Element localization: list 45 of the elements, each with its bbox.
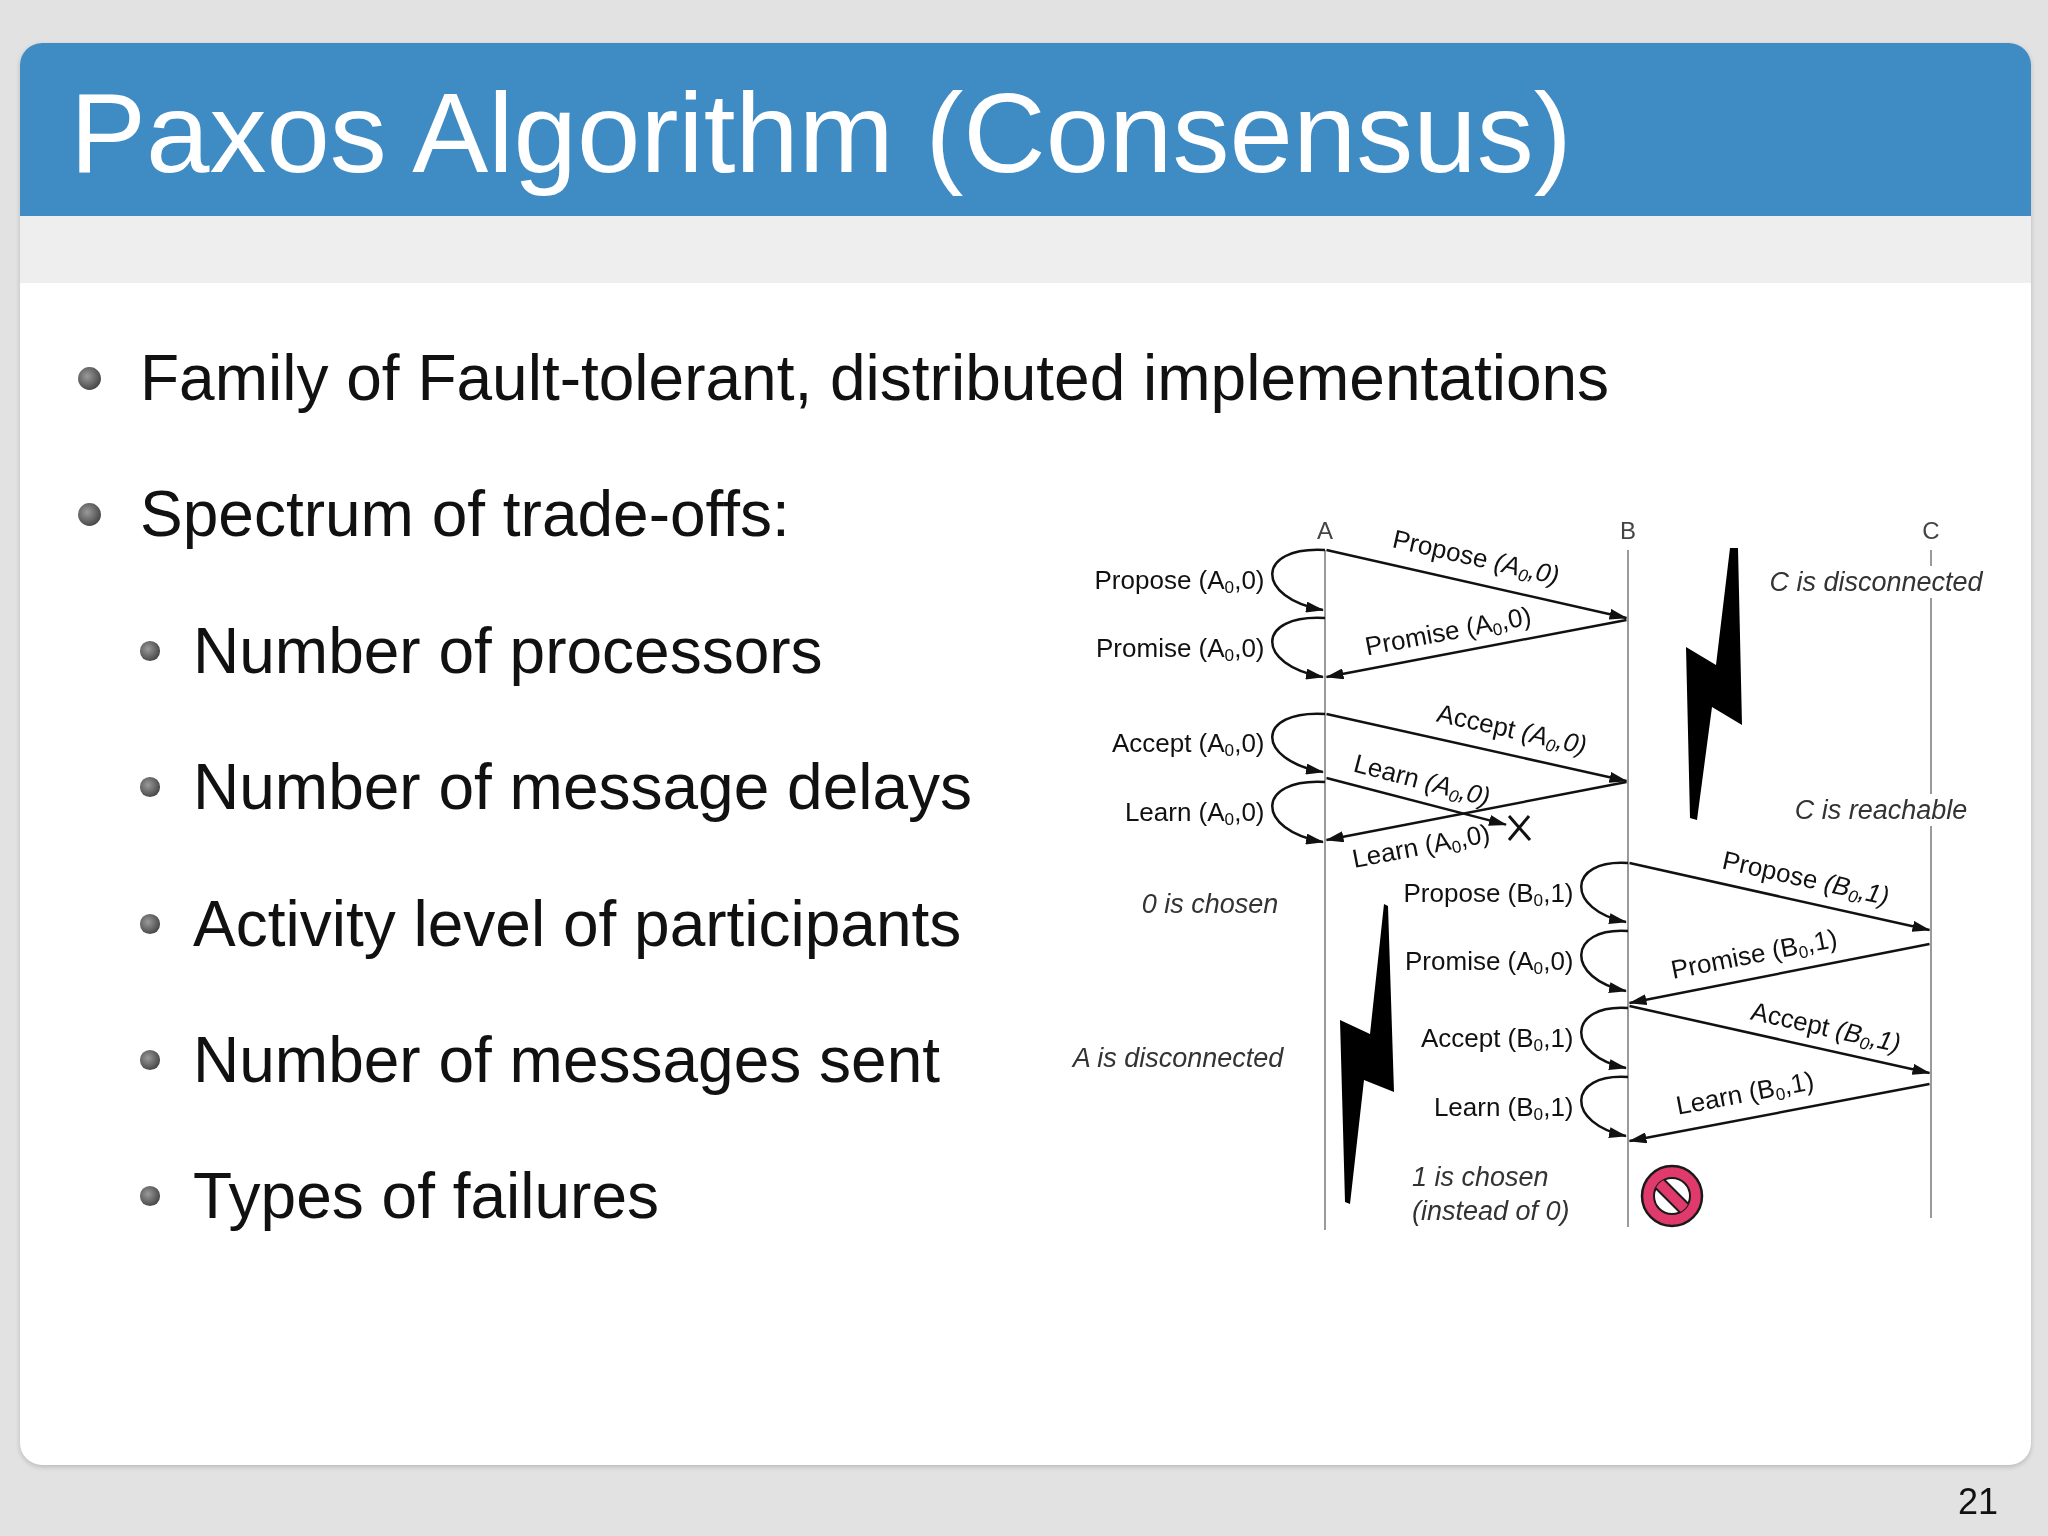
- lifeline-label: C: [1922, 516, 1940, 546]
- edge-label: Accept (A$_{0}$,0): [1434, 697, 1590, 761]
- edge-label: Promise (A$_{0}$,0): [1405, 946, 1574, 976]
- message-arrow: [1628, 1082, 1930, 1144]
- annotation-text: 0 is chosen: [1141, 888, 1279, 920]
- self-loop-arrow: [1580, 1006, 1628, 1070]
- edge-label: Propose (B$_{0}$,1): [1403, 877, 1574, 908]
- bullet-text: Types of failures: [193, 1159, 659, 1234]
- bullet-text: Family of Fault-tolerant, distributed implementations: [140, 341, 1610, 416]
- message-arrow: [1326, 712, 1628, 783]
- annotation-text: A is disconnected: [1072, 1042, 1284, 1074]
- edge-label: Learn (B$_{0}$,1): [1433, 1091, 1574, 1122]
- cross-icon: [1506, 814, 1532, 842]
- edge-label: Propose (B$_{0}$,1): [1719, 844, 1892, 911]
- edge-label: Accept (B$_{0}$,1): [1748, 996, 1904, 1059]
- message-arrow: [1628, 942, 1930, 1006]
- bullet-text: Activity level of participants: [193, 887, 962, 962]
- self-loop-arrow: [1580, 929, 1628, 993]
- message-arrow: [1629, 861, 1931, 932]
- message-arrow: [1325, 780, 1627, 843]
- lifeline-label: A: [1317, 516, 1333, 546]
- message-arrow: [1326, 548, 1628, 620]
- self-loop-arrow: [1271, 780, 1325, 844]
- self-loop-arrow: [1271, 548, 1325, 612]
- edge-label: Propose (A$_{0}$,0): [1094, 565, 1265, 595]
- bullet-text: Spectrum of trade-offs:: [140, 477, 790, 552]
- edge-label: Learn (A$_{0}$,0): [1124, 797, 1265, 827]
- annotation-text: 1 is chosen (instead of 0): [1412, 1161, 1571, 1228]
- page-number: 21: [1958, 1480, 1999, 1524]
- self-loop-arrow: [1271, 712, 1325, 774]
- slide-title: Paxos Algorithm (Consensus): [70, 68, 1572, 198]
- message-arrow: [1326, 776, 1507, 826]
- self-loop-arrow: [1580, 1075, 1628, 1138]
- self-loop-arrow: [1580, 861, 1628, 924]
- message-arrow: [1629, 1004, 1931, 1075]
- edge-label: Accept (A$_{0}$,0): [1111, 728, 1265, 758]
- bullet-text: Number of processors: [193, 614, 823, 689]
- message-arrow: [1325, 618, 1627, 680]
- edge-label: Promise (A$_{0}$,0): [1096, 632, 1265, 663]
- edge-label: Accept (B$_{0}$,1): [1420, 1023, 1574, 1053]
- bullet-text: Number of message delays: [193, 750, 973, 825]
- self-loop-arrow: [1271, 616, 1325, 679]
- lifeline-label: B: [1620, 516, 1636, 546]
- edge-label: Propose (A$_{0}$,0): [1390, 523, 1563, 591]
- bullet-text: Number of messages sent: [193, 1023, 940, 1098]
